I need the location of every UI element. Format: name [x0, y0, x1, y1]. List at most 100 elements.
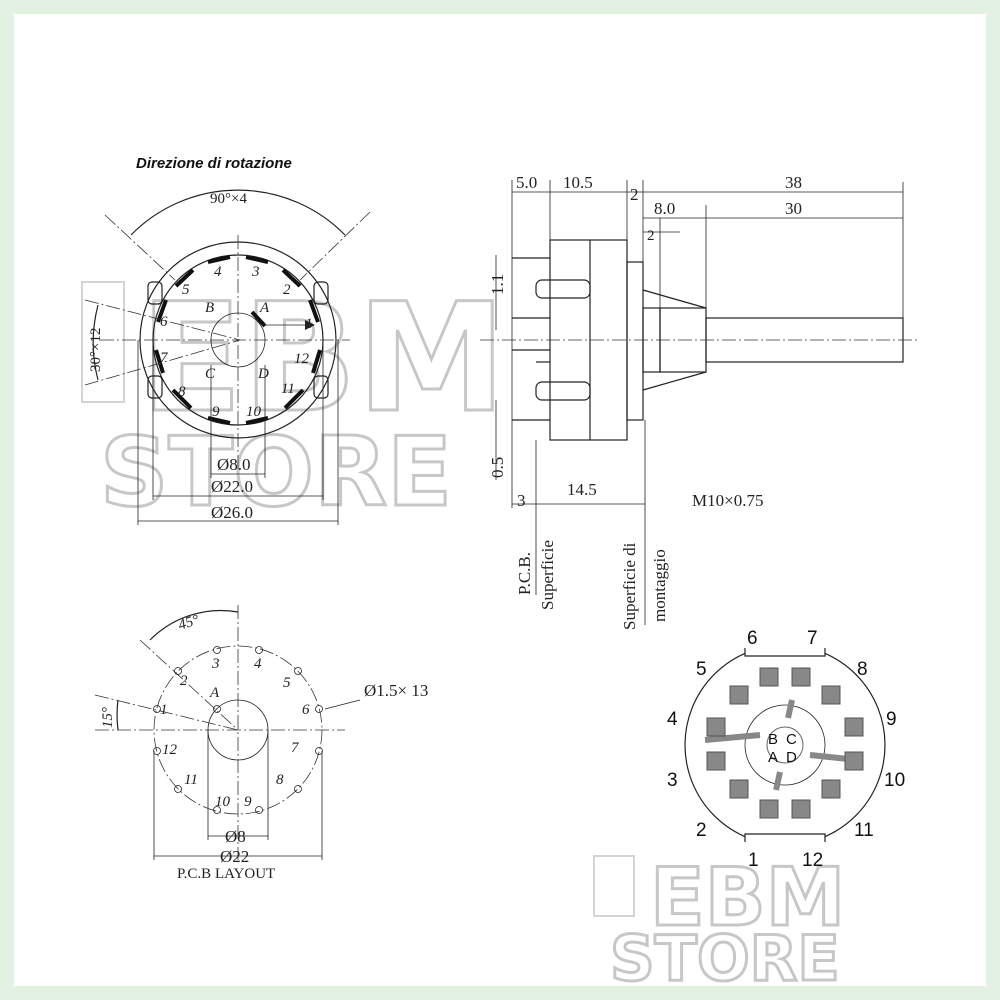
label-mount-1: Superficie di — [620, 542, 639, 630]
dim-38: 38 — [785, 173, 802, 192]
contact-4: 4 — [214, 264, 222, 280]
contact-1: 1 — [305, 316, 313, 332]
pcb-angle-top: 45° — [176, 612, 201, 634]
contact-10: 10 — [246, 404, 262, 420]
drawing-sheet: EBM STORE EBM STORE Direzione di rotazio… — [14, 14, 986, 986]
watermark-bottom: EBM STORE — [593, 850, 847, 986]
angle-line-right — [299, 211, 371, 281]
side-angle-label: 30°×12 — [88, 328, 104, 372]
lug — [147, 281, 163, 305]
technical-drawing: EBM STORE EBM STORE Direzione di rotazio… — [81, 155, 920, 986]
side-view: 5.0 10.5 2 38 8.0 30 2 1.1 0.5 — [480, 173, 920, 630]
pcb-pin-1: 1 — [160, 702, 168, 718]
contact-2: 2 — [283, 282, 291, 298]
center-ring — [744, 704, 826, 786]
fp-pin-9: 9 — [886, 709, 897, 730]
fp-pin-3: 3 — [667, 770, 678, 791]
front-view: Direzione di rotazione 90°×4 — [84, 155, 371, 525]
rotation-title: Direzione di rotazione — [136, 155, 292, 172]
pcb-pin-4: 4 — [254, 656, 262, 672]
dim-3: 3 — [517, 491, 526, 510]
fp-pin-7: 7 — [807, 628, 818, 649]
fp-pin-12: 12 — [802, 850, 823, 871]
label-pcb: P.C.B. — [515, 552, 534, 595]
pcb-arc-15 — [116, 699, 119, 731]
pcb-dim-inner: Ø8 — [225, 827, 246, 846]
dim-1-1: 1.1 — [488, 274, 507, 295]
dim-30: 30 — [785, 199, 802, 218]
pcb-angle-side: 15° — [100, 707, 116, 728]
dim-2-top: 2 — [630, 185, 639, 204]
contact-5: 5 — [182, 282, 190, 298]
contact-11: 11 — [281, 381, 295, 397]
pcb-pin-6: 6 — [302, 702, 310, 718]
center-c: C — [786, 731, 797, 748]
traces — [704, 699, 859, 791]
hole-leader — [324, 699, 361, 710]
thread-label: M10×0.75 — [692, 491, 763, 510]
contact-8: 8 — [178, 384, 186, 400]
dim-outer: Ø26.0 — [211, 503, 253, 522]
side-angle-arc — [92, 304, 99, 381]
pcb-pin-8: 8 — [276, 772, 284, 788]
bushing-taper — [642, 289, 707, 391]
dim-mid: Ø22.0 — [211, 477, 253, 496]
rotation-arc — [130, 189, 346, 236]
contact-6: 6 — [160, 314, 168, 330]
pcb-holes — [153, 646, 323, 814]
dim-inner: Ø8.0 — [217, 455, 251, 474]
pcb-pin-3: 3 — [211, 656, 220, 672]
footprint: B C A D 1 2 3 4 5 6 7 8 9 10 11 12 — [667, 628, 905, 871]
pcb-pole-a: A — [209, 685, 220, 701]
pole-c: C — [205, 366, 216, 382]
label-surface: Superficie — [538, 540, 557, 610]
pcb-angle-line-2 — [94, 694, 239, 731]
angle-label: 90°×4 — [210, 191, 247, 207]
angle-line-left — [104, 214, 176, 281]
center-d: D — [786, 749, 797, 766]
center-a: A — [768, 749, 778, 766]
qr-code-icon — [593, 855, 635, 917]
contact-12: 12 — [294, 351, 310, 367]
footprint-notch-bottom — [744, 833, 826, 842]
contact-7: 7 — [160, 350, 169, 366]
angle-ref-1 — [84, 299, 241, 341]
pcb-dim-outer: Ø22 — [220, 847, 249, 866]
center-hole — [766, 726, 804, 764]
pcb-pin-5: 5 — [283, 675, 291, 691]
dim-8-0: 8.0 — [654, 199, 675, 218]
front-dimensions — [137, 340, 339, 525]
pcb-pin-10: 10 — [215, 794, 231, 810]
pcb-pin-9: 9 — [244, 794, 252, 810]
lug — [147, 375, 163, 399]
fp-pin-8: 8 — [857, 659, 868, 680]
qr-code-icon — [81, 281, 125, 403]
pole-a: A — [259, 300, 270, 316]
pcb-pin-7: 7 — [291, 740, 300, 756]
watermark-text-2: STORE — [100, 418, 452, 528]
dim-10-5: 10.5 — [563, 173, 593, 192]
fp-pin-10: 10 — [884, 770, 905, 791]
angle-ref-2 — [84, 339, 241, 386]
pcb-dimensions — [153, 730, 323, 860]
center-b: B — [768, 731, 778, 748]
watermark-text-4: STORE — [610, 922, 840, 986]
pcb-caption: P.C.B LAYOUT — [177, 866, 275, 882]
fp-pin-6: 6 — [747, 628, 758, 649]
fp-pin-5: 5 — [696, 659, 707, 680]
contact-9: 9 — [212, 404, 220, 420]
pcb-pin-11: 11 — [184, 772, 198, 788]
lug — [313, 281, 329, 305]
pcb-arc-45 — [149, 609, 239, 641]
arrow-head-icon — [305, 320, 315, 330]
pins — [512, 257, 591, 421]
pcb-pin-2: 2 — [180, 673, 188, 689]
lug — [313, 375, 329, 399]
fp-pin-1: 1 — [748, 850, 759, 871]
fp-pin-2: 2 — [696, 820, 707, 841]
fp-pin-4: 4 — [667, 709, 678, 730]
fp-pin-11: 11 — [854, 820, 874, 841]
contact-3: 3 — [251, 264, 260, 280]
bushing-base — [626, 261, 644, 421]
pads — [706, 667, 864, 819]
